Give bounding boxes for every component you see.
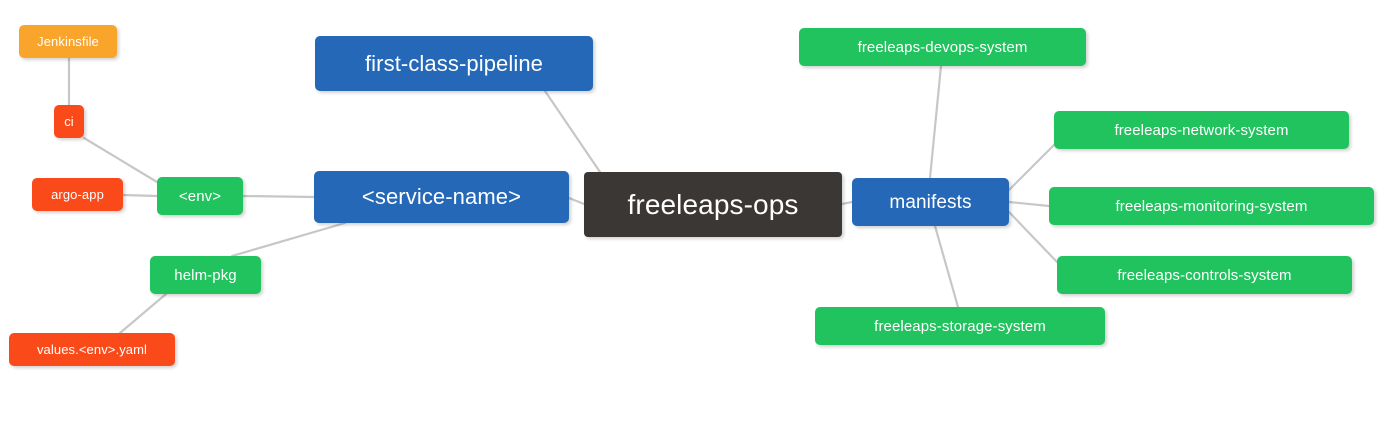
mindmap-node-ci[interactable]: ci	[54, 105, 84, 138]
edge-root-to-pipeline	[543, 89, 602, 174]
mindmap-node-service[interactable]: <service-name>	[314, 171, 569, 223]
mindmap-node-jenkinsfile[interactable]: Jenkinsfile	[19, 25, 117, 58]
mindmap-node-controls[interactable]: freeleaps-controls-system	[1057, 256, 1352, 294]
node-label: freeleaps-monitoring-system	[1115, 197, 1308, 215]
node-label: <service-name>	[361, 184, 522, 209]
edge-root-to-service	[567, 196, 586, 206]
node-label: <env>	[178, 187, 222, 205]
edge-helm-to-values	[118, 292, 168, 335]
mindmap-node-devops[interactable]: freeleaps-devops-system	[799, 28, 1086, 66]
mindmap-node-helm[interactable]: helm-pkg	[150, 256, 261, 294]
mindmap-node-root[interactable]: freeleaps-ops	[584, 172, 842, 237]
node-label: helm-pkg	[174, 266, 237, 284]
mindmap-node-manifests[interactable]: manifests	[852, 178, 1009, 226]
node-label: manifests	[889, 191, 972, 213]
node-label: freeleaps-ops	[627, 188, 799, 220]
edge-manifests-to-network	[1007, 143, 1056, 192]
mindmap-node-pipeline[interactable]: first-class-pipeline	[315, 36, 593, 91]
mindmap-node-monitoring[interactable]: freeleaps-monitoring-system	[1049, 187, 1374, 225]
mindmap-node-values[interactable]: values.<env>.yaml	[9, 333, 175, 366]
node-label: freeleaps-devops-system	[857, 38, 1028, 56]
mindmap-node-network[interactable]: freeleaps-network-system	[1054, 111, 1349, 149]
node-label: freeleaps-network-system	[1114, 121, 1289, 139]
edge-service-to-env	[241, 194, 316, 199]
node-label: first-class-pipeline	[364, 50, 544, 76]
edge-manifests-to-monitoring	[1007, 200, 1051, 208]
node-label: Jenkinsfile	[37, 34, 99, 49]
node-label: values.<env>.yaml	[36, 342, 148, 357]
node-label: argo-app	[51, 187, 104, 202]
edge-root-to-manifests	[840, 200, 854, 206]
mindmap-node-env[interactable]: <env>	[157, 177, 243, 215]
edge-env-to-argoapp	[121, 193, 159, 198]
mindmap-node-storage[interactable]: freeleaps-storage-system	[815, 307, 1105, 345]
edge-env-to-ci	[82, 136, 159, 184]
edge-service-to-helm	[230, 221, 347, 258]
node-label: ci	[64, 114, 74, 129]
edge-manifests-to-storage	[933, 224, 960, 309]
mindmap-node-argoapp[interactable]: argo-app	[32, 178, 123, 211]
node-label: freeleaps-controls-system	[1117, 266, 1292, 284]
edge-manifests-to-devops	[928, 64, 943, 180]
node-label: freeleaps-storage-system	[874, 317, 1046, 335]
